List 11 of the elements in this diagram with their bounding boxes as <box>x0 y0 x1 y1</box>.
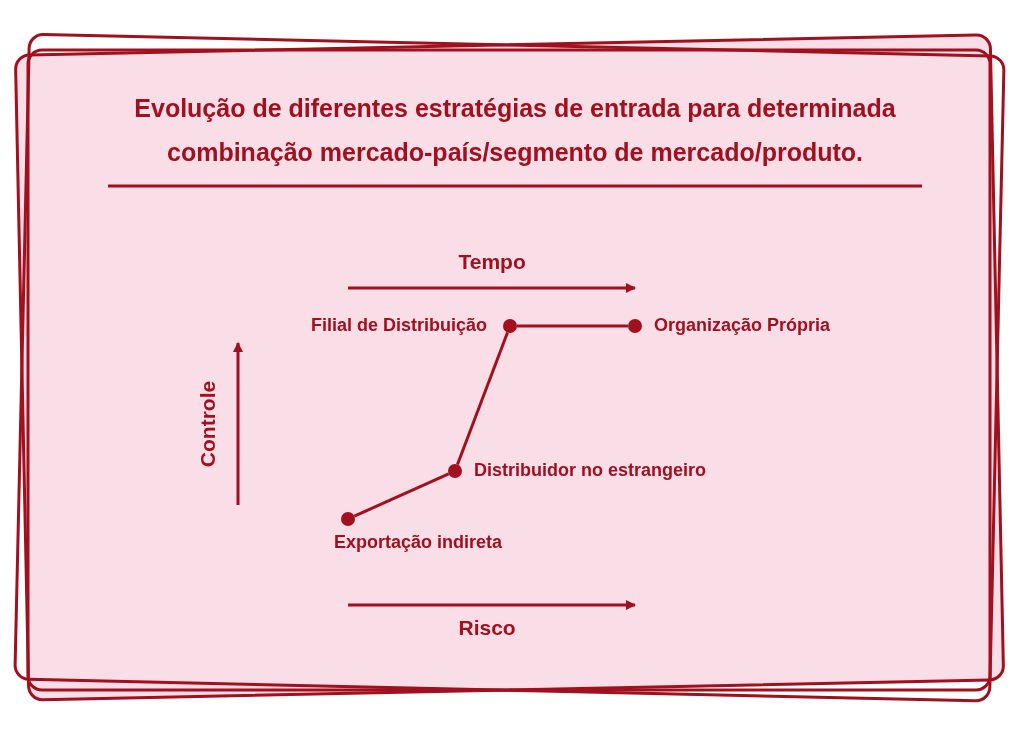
axis-label: Controle <box>196 380 221 468</box>
connector-line <box>456 332 509 465</box>
connector-line <box>353 472 450 518</box>
point-label: Distribuidor no estrangeiro <box>474 460 707 481</box>
connector-line <box>517 324 628 328</box>
diagram-title: Evolução de diferentes estratégias de entrada para determinada combinação mercado-país/segmento de mercado/produto. <box>133 93 897 168</box>
point-label: Organização Própria <box>654 315 831 336</box>
point-label: Exportação indireta <box>334 532 503 553</box>
axis-label: Risco <box>458 616 516 640</box>
point-label: Filial de Distribuição <box>310 315 487 336</box>
axis-label: Tempo <box>458 250 526 274</box>
